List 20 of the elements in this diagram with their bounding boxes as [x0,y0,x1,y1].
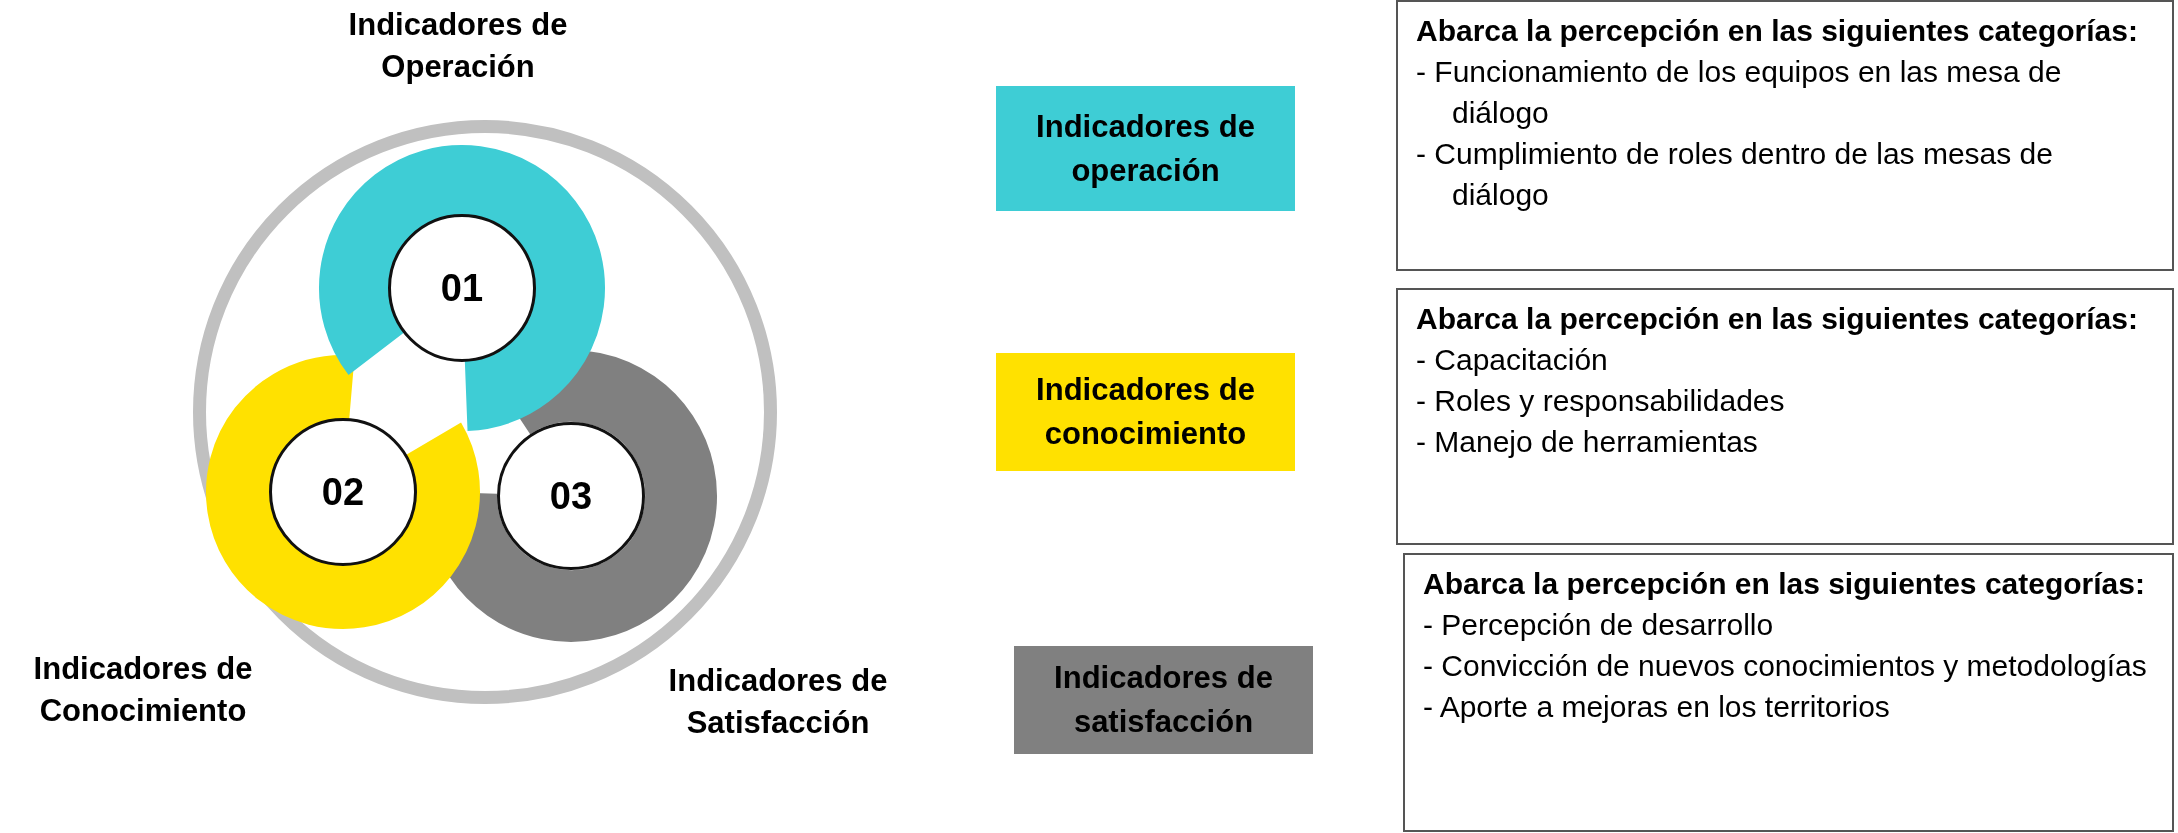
list-item: - Capacitación [1416,342,1609,378]
category-banner: Indicadores de conocimiento [996,353,1295,471]
list-item: - Funcionamiento de los equipos en las mesa de diálogo [1416,54,2063,131]
list-item: - Roles y responsabilidades [1416,383,1786,419]
list-item: - Cumplimiento de roles dentro de las mesas de diálogo [1416,136,2054,213]
list-item: - Percepción de desarrollo [1423,607,1775,643]
text-panel [1403,553,2174,832]
category-banner: Indicadores de operación [996,86,1295,211]
panel-heading: Abarca la percepción en las siguientes categorías: [1416,301,2139,337]
text-panel [1396,288,2174,545]
indicator-title: Indicadores de Operación [347,6,569,86]
list-item: - Convicción de nuevos conocimientos y metodologías [1423,648,2148,684]
list-item: - Manejo de herramientas [1416,424,1759,460]
panel-heading: Abarca la percepción en las siguientes categorías: [1423,566,2146,602]
indicator-title: Indicadores de Conocimiento [32,650,254,730]
indicator-title: Indicadores de Satisfacción [667,662,889,742]
list-item: - Aporte a mejoras en los territorios [1423,689,1891,725]
panel-heading: Abarca la percepción en las siguientes categorías: [1416,13,2139,49]
text-panel [1396,0,2174,271]
category-banner: Indicadores de satisfacción [1014,646,1313,754]
